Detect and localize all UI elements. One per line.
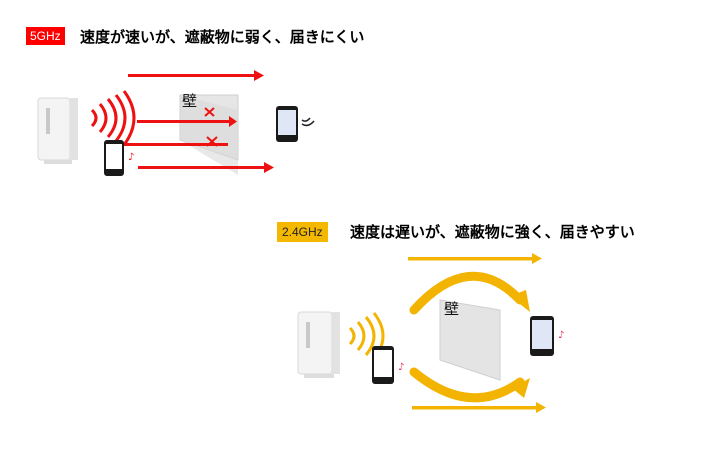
wall-label: 壁 [182,92,197,110]
badge-5ghz: 5GHz [26,27,65,45]
smartphone-icon [104,140,124,176]
signal-arrows [408,253,546,413]
diagram-24ghz: 壁 ♪ ♪ [297,253,564,413]
smartphone-icon [530,316,554,356]
detour-arrowheads [510,290,530,398]
wifi-wave-icon [301,117,315,127]
heading-5ghz: 速度が速いが、遮蔽物に弱く、届きにくい [80,28,365,46]
block-x-icon [204,107,218,147]
smartphone-icon [276,106,298,142]
music-note-icon: ♪ [398,362,404,373]
heading-24ghz: 速度は遅いが、遮蔽物に強く、届きやすい [350,223,635,241]
router-icon [37,97,78,164]
badge-24ghz: 2.4GHz [277,222,328,242]
diagram-5ghz: 壁 ♪ [37,70,315,176]
music-note-icon: ♪ [558,330,564,341]
router-icon [297,311,340,378]
wall [439,299,501,381]
detour-arrows [409,271,525,403]
wifi-wave-icon [90,90,136,146]
music-note-icon: ♪ [128,152,134,163]
signal-arrows [124,70,274,173]
smartphone-icon [372,346,394,384]
wall-label: 壁 [444,300,459,318]
